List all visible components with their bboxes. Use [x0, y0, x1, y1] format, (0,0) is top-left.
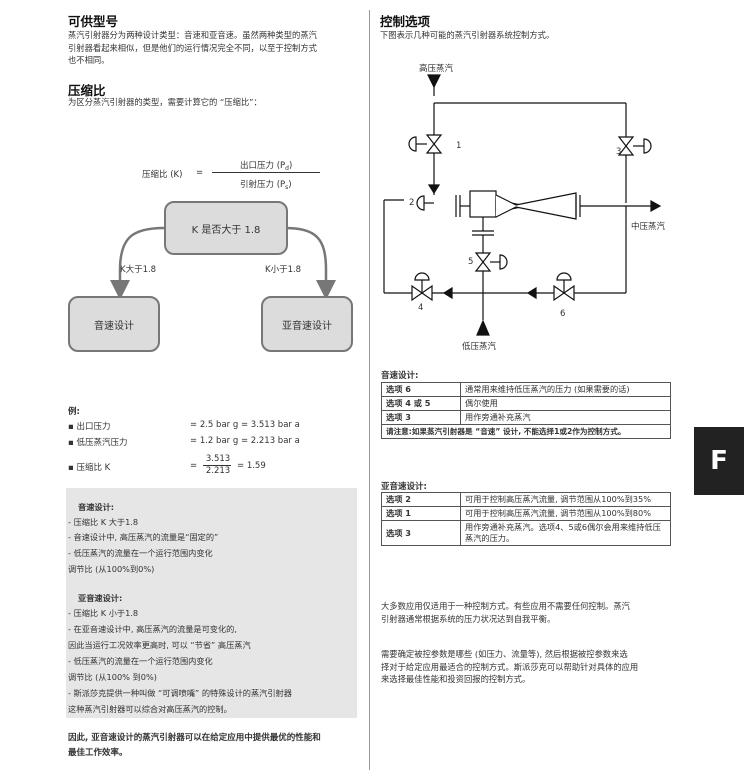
sonic-line: - 低压蒸汽的流量在一个运行范围内变化 — [68, 548, 213, 558]
models-line: 也不相同。 — [68, 55, 110, 65]
sonic-line: 调节比 (从100%到0%) — [68, 564, 155, 574]
mp-steam-label: 中压蒸汽 — [631, 222, 666, 232]
valve-number: 3 — [616, 147, 622, 157]
control-options-intro: 下图表示几种可能的蒸汽引射器系统控制方式。 — [380, 30, 555, 40]
example-row-k: ▪ 压缩比 K — [68, 463, 111, 473]
formula-lhs: 压缩比 (K) — [142, 170, 183, 180]
subsonic-design-title: 亚音速设计: — [78, 593, 123, 603]
subsonic-table-title: 亚音速设计: — [381, 482, 427, 492]
sonic-design-title: 音速设计: — [78, 502, 115, 512]
subsonic-line: 因此当运行工况效率更高时, 可以 “节省” 高压蒸汽 — [68, 640, 251, 650]
conclusion-line: 因此, 亚音速设计的蒸汽引射器可以在给定应用中提供最优的性能和 — [68, 733, 321, 743]
section-title-models: 可供型号 — [68, 14, 119, 29]
formula-equals: = — [196, 168, 204, 178]
flow-arrows — [110, 226, 336, 300]
compression-intro: 为区分蒸汽引射器的类型，需要计算它的 “压缩比”： — [68, 97, 262, 107]
sonic-line: - 压缩比 K 大于1.8 — [68, 517, 139, 527]
models-line: 引射器看起来相似，但是他们的运行情况完全不同，以至于控制方式 — [68, 42, 317, 53]
para-line: 需要确定被控参数是哪些 (如压力、流量等), 然后根据被控参数来选 — [381, 649, 628, 659]
example-k-bar — [203, 465, 231, 466]
subsonic-line: - 在亚音速设计中, 高压蒸汽的流量是可变化的, — [68, 624, 237, 634]
section-title-compression: 压缩比 — [68, 83, 106, 98]
para-control-general: 大多数应用仅适用于一种控制方式。有些应用不需要任何控制。蒸汽 引射器通常根据系统… — [381, 600, 681, 625]
flow-left-label: K大于1.8 — [120, 265, 157, 275]
valve-number: 5 — [468, 257, 474, 267]
valve-number: 2 — [409, 198, 415, 208]
example-k-num: 3.513 — [205, 454, 231, 464]
example-title: 例: — [68, 407, 80, 417]
valve-number: 1 — [456, 141, 462, 151]
para-line: 引射器通常根据系统的压力状况达到自我平衡。 — [381, 613, 556, 624]
para-line: 择对于给定应用最适合的控制方式。斯派莎克可以帮助针对具体的应用 — [381, 661, 639, 672]
subsonic-line: - 低压蒸汽的流量在一个运行范围内变化 — [68, 656, 213, 666]
models-line: 蒸汽引射器分为两种设计类型：音速和亚音速。虽然两种类型的蒸汽 — [68, 30, 317, 40]
conclusion-line: 最佳工作效率。 — [68, 748, 128, 758]
table-row: 请注意:如果蒸汽引射器是 “音速” 设计, 不能选择1或2作为控制方式。 — [381, 424, 671, 439]
models-paragraph: 蒸汽引射器分为两种设计类型：音速和亚音速。虽然两种类型的蒸汽 引射器看起来相似，… — [68, 29, 358, 67]
flow-right-label: K小于1.8 — [265, 265, 302, 275]
control-diagram — [383, 74, 662, 336]
flow-subsonic-box: 亚音速设计 — [261, 296, 353, 352]
valve-number: 6 — [560, 309, 566, 319]
formula-numerator: 出口压力 (Pd) — [240, 161, 293, 172]
example-k-eq: = — [190, 461, 198, 471]
hp-steam-label: 高压蒸汽 — [419, 64, 454, 74]
para-line: 来选择最佳性能和投资回报的控制方式。 — [381, 674, 531, 684]
example-row-outlet: ▪ 出口压力 — [68, 422, 111, 432]
para-control-selection: 需要确定被控参数是哪些 (如压力、流量等), 然后根据被控参数来选 择对于给定应… — [381, 648, 681, 686]
valve-number: 4 — [418, 303, 424, 313]
lp-steam-label: 低压蒸汽 — [462, 342, 497, 352]
para-line: 大多数应用仅适用于一种控制方式。有些应用不需要任何控制。蒸汽 — [381, 601, 630, 611]
sonic-table-title: 音速设计: — [381, 371, 419, 381]
control-options-title: 控制选项 — [380, 14, 431, 29]
example-k-den: 2.213 — [205, 466, 231, 476]
example-label: 出口压力 — [76, 422, 111, 432]
example-value: = 1.2 bar g = 2.213 bar a — [190, 436, 300, 446]
subsonic-line: - 压缩比 K 小于1.8 — [68, 608, 139, 618]
subsonic-line: - 斯派莎克提供一种叫做 “可调喷嘴” 的特殊设计的蒸汽引射器 — [68, 688, 292, 698]
example-label: 压缩比 K — [76, 463, 111, 473]
subsonic-line: 这种蒸汽引射器可以综合对高压蒸汽的控制。 — [68, 704, 232, 714]
design-info-box — [66, 488, 357, 718]
example-k-result: = 1.59 — [237, 461, 266, 471]
column-divider — [369, 10, 370, 770]
flow-sonic-box: 音速设计 — [68, 296, 160, 352]
flow-question-box: K 是否大于 1.8 — [164, 201, 288, 255]
example-label: 低压蒸汽压力 — [76, 438, 128, 448]
formula-denominator: 引射压力 (Ps) — [240, 180, 292, 191]
example-value: = 2.5 bar g = 3.513 bar a — [190, 420, 300, 430]
section-tab-f: F — [694, 427, 744, 495]
formula-fraction-bar — [212, 172, 320, 173]
subsonic-line: 调节比 (从100% 到0%) — [68, 672, 157, 682]
example-row-lp: ▪ 低压蒸汽压力 — [68, 438, 128, 448]
sonic-line: - 音速设计中, 高压蒸汽的流量是“固定的” — [68, 532, 219, 542]
